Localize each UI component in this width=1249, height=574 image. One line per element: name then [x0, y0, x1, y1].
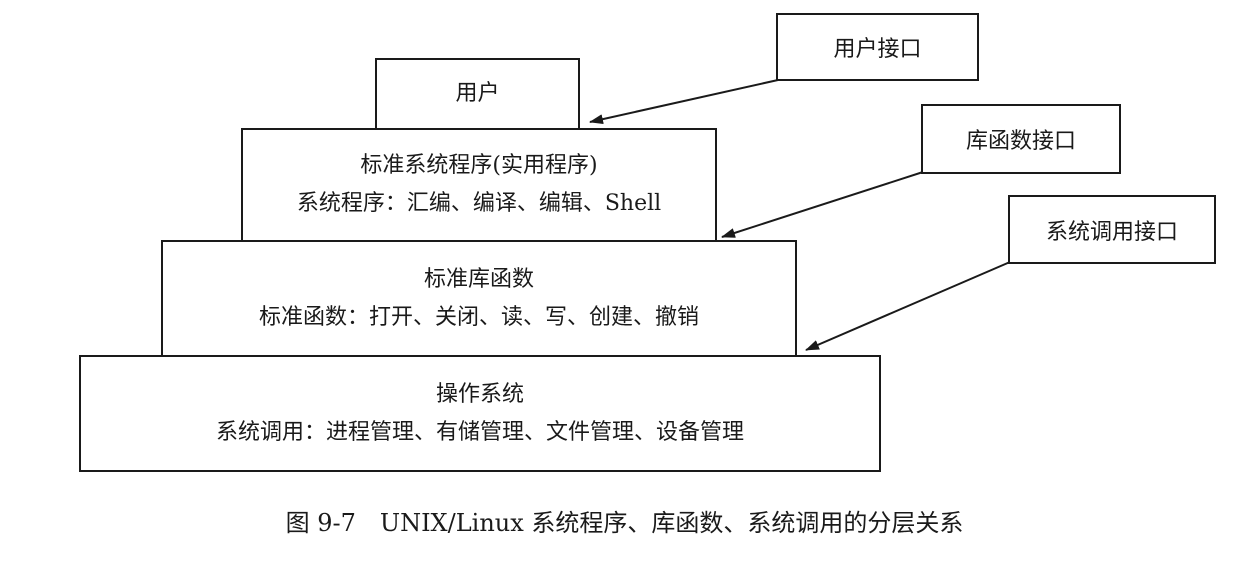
system-programs-layer-box: 标准系统程序(实用程序) 系统程序：汇编、编译、编辑、Shell: [241, 128, 717, 242]
user-interface-arrow: [589, 79, 779, 125]
syscall-interface-label-box: 系统调用接口: [1008, 195, 1216, 264]
user-interface-label-box: 用户接口: [776, 13, 979, 81]
user-layer-box: 用户: [375, 58, 580, 130]
library-interface-label-box: 库函数接口: [921, 104, 1121, 174]
figure-caption: 图 9-7 UNIX/Linux 系统程序、库函数、系统调用的分层关系: [285, 509, 964, 537]
os-detail: 系统调用：进程管理、有储管理、文件管理、设备管理: [215, 419, 744, 445]
syscall-interface-label: 系统调用接口: [1045, 219, 1178, 245]
os-title: 操作系统: [435, 381, 524, 407]
os-layer-box: 操作系统 系统调用：进程管理、有储管理、文件管理、设备管理: [79, 355, 881, 472]
system-programs-detail: 系统程序：汇编、编译、编辑、Shell: [296, 191, 662, 216]
library-layer-box: 标准库函数 标准函数：打开、关闭、读、写、创建、撤销: [161, 240, 797, 357]
library-interface-label: 库函数接口: [965, 129, 1076, 154]
syscall-interface-arrow: [805, 261, 1011, 351]
system-programs-title: 标准系统程序(实用程序): [360, 153, 598, 178]
library-interface-arrow: [721, 171, 924, 238]
library-title: 标准库函数: [423, 266, 534, 292]
library-detail: 标准函数：打开、关闭、读、写、创建、撤销: [258, 304, 699, 330]
user-layer-title: 用户: [455, 81, 500, 106]
user-interface-label: 用户接口: [833, 37, 922, 62]
